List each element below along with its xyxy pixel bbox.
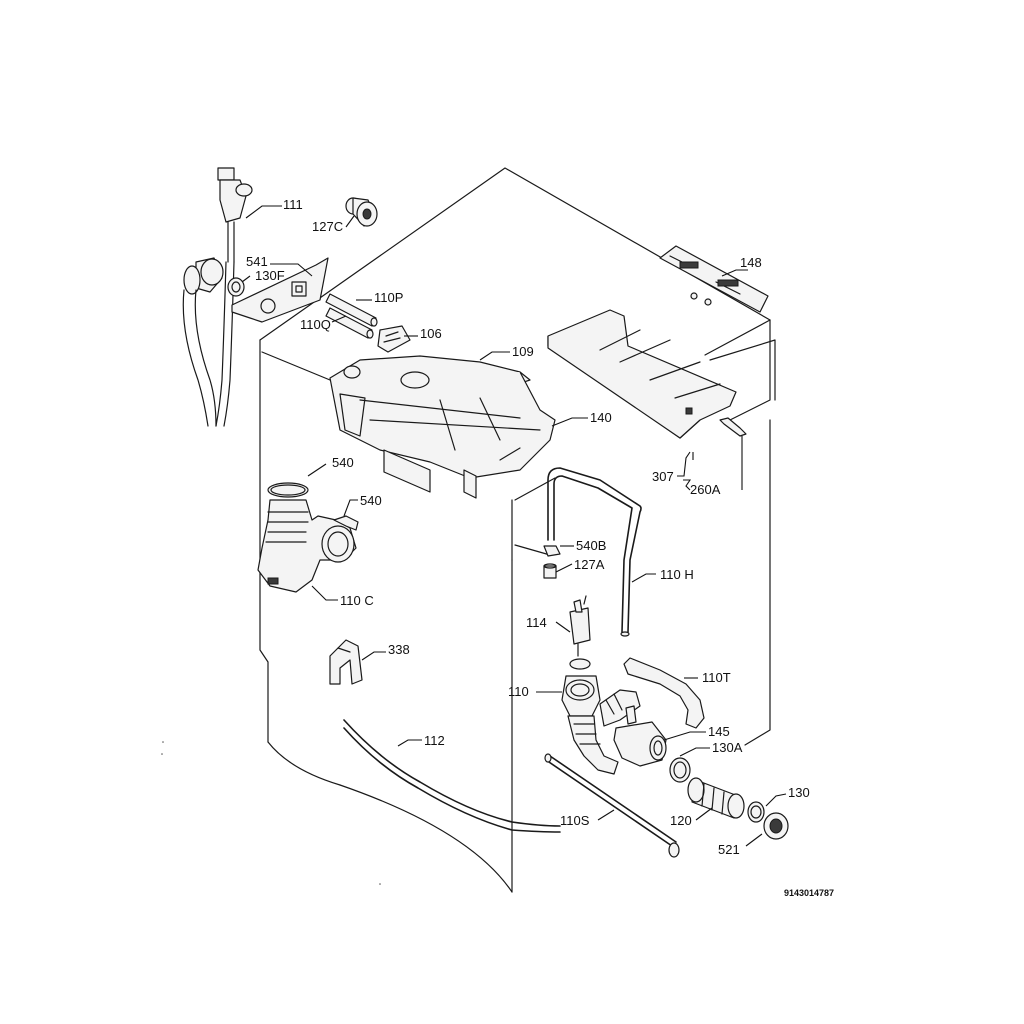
callout-110: 110 xyxy=(508,684,529,699)
callout-110q: 110Q xyxy=(300,317,331,332)
bellows-110c xyxy=(257,482,359,593)
drain-hose-112 xyxy=(343,719,561,833)
parts-540b-127a xyxy=(543,545,561,579)
callout-540-top: 540 xyxy=(332,455,354,470)
callout-130a: 130A xyxy=(712,740,743,755)
clip-338 xyxy=(329,639,363,685)
handle-148 xyxy=(659,245,769,313)
callout-112: 112 xyxy=(424,733,445,748)
callout-127c: 127C xyxy=(312,219,343,234)
seal-130a xyxy=(669,757,691,783)
bracket-541 xyxy=(231,257,329,323)
callout-148: 148 xyxy=(740,255,762,270)
clip-106 xyxy=(377,325,411,353)
hose-110h xyxy=(547,467,642,637)
pressure-switch-114 xyxy=(569,595,591,657)
detergent-drawer xyxy=(547,309,737,439)
inlet-valve-111 xyxy=(217,167,253,263)
callout-521: 521 xyxy=(718,842,740,857)
pump-hose-110 xyxy=(561,658,667,775)
callout-140: 140 xyxy=(590,410,612,425)
hose-110t xyxy=(623,657,705,729)
filter-120 xyxy=(687,777,745,819)
callout-338: 338 xyxy=(388,642,410,657)
callout-110c: 110 C xyxy=(340,593,374,608)
leader-lines xyxy=(241,205,787,847)
hoses-110p-110q xyxy=(325,293,378,339)
seal-130-cap-521 xyxy=(747,801,789,840)
callout-307: 307 xyxy=(652,469,674,484)
callout-260a: 260A xyxy=(690,482,721,497)
callout-120: 120 xyxy=(670,813,692,828)
callout-110s: 110S xyxy=(560,813,590,828)
drawing-number: 9143014787 xyxy=(784,888,834,898)
part-127c xyxy=(345,197,378,227)
callout-110t: 110T xyxy=(702,670,731,685)
callout-145: 145 xyxy=(708,724,730,739)
callout-110p: 110P xyxy=(374,290,403,305)
callout-130: 130 xyxy=(788,785,810,800)
callout-130f: 130F xyxy=(255,268,285,283)
callout-114: 114 xyxy=(526,615,547,630)
callout-labels: 111 127C 541 130F 110P 110Q 106 109 148 … xyxy=(246,197,810,857)
callout-541: 541 xyxy=(246,254,268,269)
inlet-hose xyxy=(182,257,235,427)
rod-110s xyxy=(544,753,680,858)
callout-111: 111 xyxy=(283,197,303,212)
dispenser-housing-109 xyxy=(329,355,556,499)
callout-106: 106 xyxy=(420,326,442,341)
callout-109: 109 xyxy=(512,344,534,359)
callout-127a: 127A xyxy=(574,557,605,572)
callout-110h: 110 H xyxy=(660,567,694,582)
seal-130f xyxy=(227,277,245,297)
callout-540-mid: 540 xyxy=(360,493,382,508)
callout-540b: 540B xyxy=(576,538,606,553)
siphon-260a xyxy=(719,417,747,437)
scan-specks xyxy=(161,741,381,885)
